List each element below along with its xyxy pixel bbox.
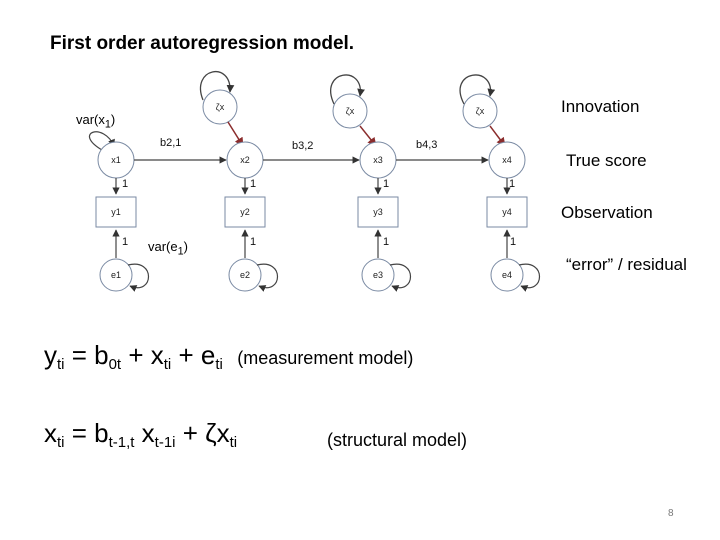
- loading-label: 1: [250, 178, 256, 190]
- residual-path-label: 1: [250, 236, 256, 248]
- slide-title: First order autoregression model.: [50, 33, 355, 54]
- true-score-label: x3: [373, 155, 383, 165]
- ar-path-diagram: ζx ζx ζx x1 x2 x3 x4 b2,1 b3,2 b4,3: [88, 71, 541, 292]
- var-x1-label: var(x1): [76, 112, 116, 131]
- residual-path-label: 1: [383, 236, 389, 248]
- structural-note-wrap: (structural model): [327, 422, 467, 453]
- observation-node-3: y3: [357, 196, 399, 228]
- true-score-label: x1: [111, 155, 121, 165]
- innovation-variance-loop-3: [459, 74, 496, 105]
- var-x1-loop: [88, 131, 115, 151]
- residual-path-label: 1: [122, 236, 128, 248]
- true-score-label: x2: [240, 155, 250, 165]
- ar-path-label: b2,1: [160, 137, 181, 149]
- observation-label: y4: [502, 207, 512, 217]
- residual-label: e1: [111, 270, 121, 280]
- legend-innovation: Innovation: [561, 97, 640, 116]
- residual-node-2: e2: [228, 258, 262, 292]
- observation-node-4: y4: [486, 196, 528, 228]
- residual-path-label: 1: [510, 236, 516, 248]
- residual-label: e2: [240, 270, 250, 280]
- loading-label: 1: [122, 178, 128, 190]
- observation-label: y3: [373, 207, 383, 217]
- measurement-equation: yti = b0t + xti + eti (measurement model…: [44, 340, 414, 373]
- innovation-arrow-1: [227, 121, 244, 147]
- residual-variance-loop-1: [127, 263, 150, 292]
- observation-label: y1: [111, 207, 121, 217]
- loading-label: 1: [383, 178, 389, 190]
- true-score-node-4: x4: [488, 141, 526, 179]
- true-score-label: x4: [502, 155, 512, 165]
- legend-true-score: True score: [566, 151, 647, 170]
- residual-variance-loop-4: [518, 263, 541, 292]
- residual-node-3: e3: [361, 258, 395, 292]
- structural-equation: xti = bt-1,t xt-1i + ζxti: [44, 418, 238, 451]
- residual-variance-loop-3: [389, 263, 412, 292]
- residual-node-4: e4: [490, 258, 524, 292]
- innovation-node-1: ζx: [202, 89, 238, 125]
- measurement-note: (measurement model): [237, 348, 414, 368]
- loading-label: 1: [509, 178, 515, 190]
- innovation-node-3: ζx: [462, 93, 498, 129]
- observation-node-1: y1: [95, 196, 137, 228]
- true-score-node-3: x3: [359, 141, 397, 179]
- observation-label: y2: [240, 207, 250, 217]
- innovation-label: ζx: [346, 106, 355, 116]
- innovation-label: ζx: [476, 106, 485, 116]
- var-e1-label: var(e1): [148, 239, 188, 258]
- legend-residual: “error” / residual: [566, 255, 687, 274]
- innovation-variance-loop-2: [330, 74, 365, 105]
- observation-node-2: y2: [224, 196, 266, 228]
- structural-note: (structural model): [327, 430, 468, 450]
- residual-variance-loop-2: [256, 263, 279, 292]
- innovation-node-2: ζx: [332, 93, 368, 129]
- page-number: 8: [668, 508, 674, 519]
- residual-node-1: e1: [99, 258, 133, 292]
- true-score-node-1: x1: [97, 141, 135, 179]
- ar-path-label: b4,3: [416, 139, 437, 151]
- innovation-label: ζx: [216, 102, 225, 112]
- innovation-variance-loop-1: [200, 71, 235, 101]
- ar-path-label: b3,2: [292, 140, 313, 152]
- residual-label: e4: [502, 270, 512, 280]
- true-score-node-2: x2: [226, 141, 264, 179]
- residual-label: e3: [373, 270, 383, 280]
- legend-observation: Observation: [561, 203, 653, 222]
